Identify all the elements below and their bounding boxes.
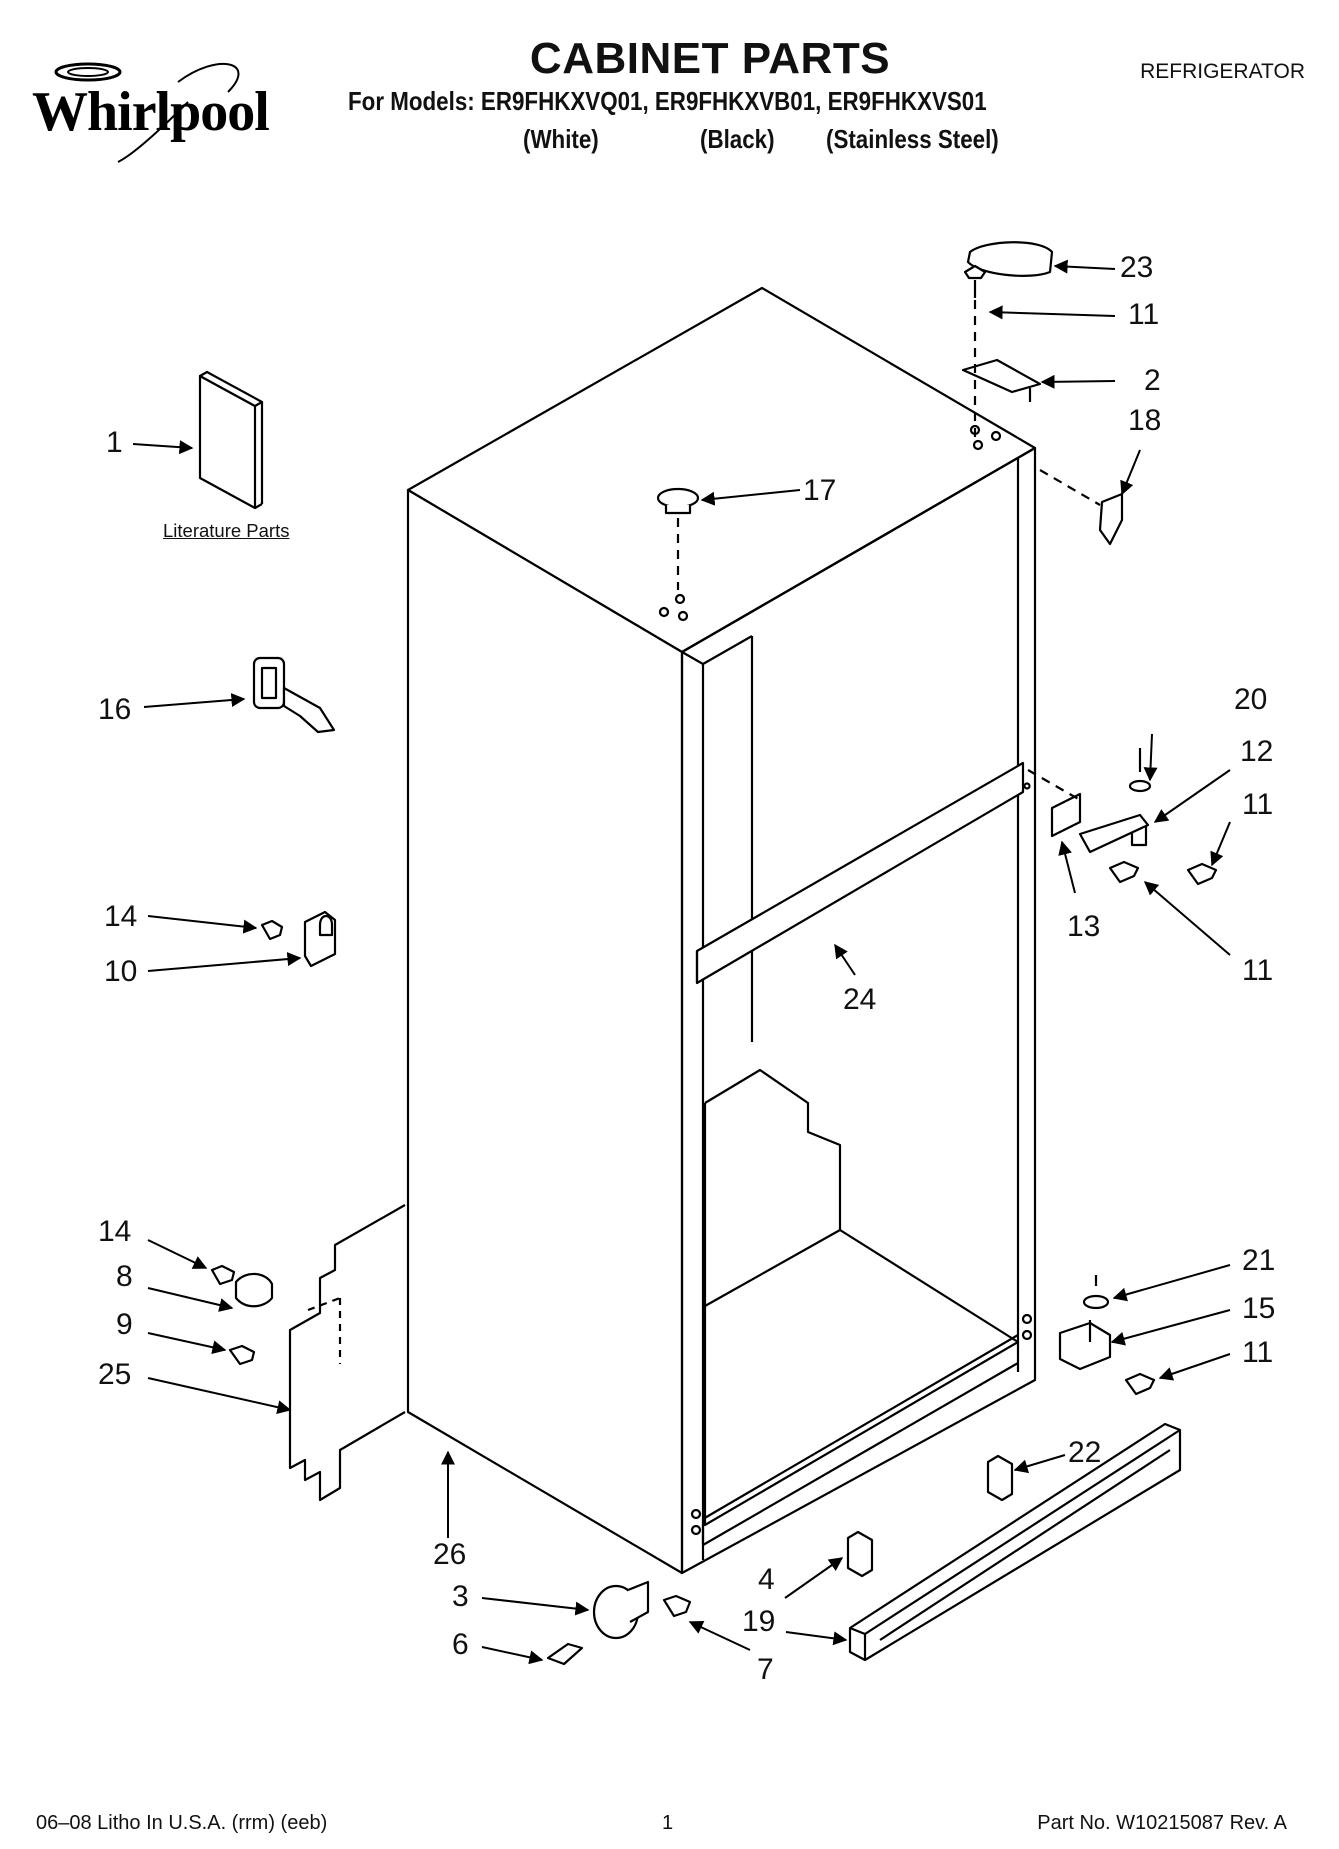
callout-leaders bbox=[132, 259, 1231, 1665]
callout-12: 12 bbox=[1240, 735, 1274, 768]
callout-14-lower: 14 bbox=[98, 1215, 132, 1248]
center-hinge bbox=[1050, 748, 1218, 886]
variant-black: (Black) bbox=[700, 124, 775, 154]
models-line: For Models: ER9FHKXVQ01, ER9FHKXVB01, ER… bbox=[348, 86, 987, 116]
front-roller bbox=[546, 1580, 692, 1666]
callout-1: 1 bbox=[106, 426, 123, 459]
callout-23: 23 bbox=[1120, 251, 1154, 284]
callout-16: 16 bbox=[98, 693, 132, 726]
callout-8: 8 bbox=[116, 1260, 133, 1293]
callout-3: 3 bbox=[452, 1580, 469, 1613]
part-number: Part No. W10215087 Rev. A bbox=[1037, 1812, 1287, 1834]
top-hinge bbox=[961, 358, 1042, 402]
callout-19: 19 bbox=[742, 1605, 776, 1638]
door-catch bbox=[260, 910, 337, 968]
callout-6: 6 bbox=[452, 1628, 469, 1661]
callout-2: 2 bbox=[1144, 364, 1161, 397]
cabinet-body bbox=[406, 286, 1037, 1575]
callout-4: 4 bbox=[758, 1563, 775, 1596]
callout-11-top: 11 bbox=[1128, 298, 1160, 331]
callout-11-bottom: 11 bbox=[1242, 1336, 1274, 1369]
callout-11-center-b: 11 bbox=[1242, 954, 1274, 987]
logo-swoosh-icon bbox=[54, 62, 240, 163]
brand-logo: Whirlpool bbox=[28, 62, 278, 167]
callout-25: 25 bbox=[98, 1358, 132, 1391]
print-info: 06–08 Litho In U.S.A. (rrm) (eeb) bbox=[36, 1812, 328, 1834]
top-plug bbox=[656, 487, 700, 515]
callout-14-upper: 14 bbox=[104, 900, 138, 933]
page-title: CABINET PARTS bbox=[529, 34, 891, 83]
callout-21: 21 bbox=[1242, 1244, 1276, 1277]
literature-parts-booklet bbox=[198, 370, 264, 510]
callout-20: 20 bbox=[1234, 683, 1268, 716]
callout-9: 9 bbox=[116, 1308, 133, 1341]
hinge-pin-cover bbox=[1098, 492, 1124, 546]
variant-white: (White) bbox=[523, 124, 599, 154]
page-number: 1 bbox=[662, 1812, 674, 1834]
callout-13: 13 bbox=[1067, 910, 1101, 943]
bottom-hinge bbox=[1058, 1275, 1156, 1396]
callout-7: 7 bbox=[757, 1653, 774, 1686]
literature-parts-label: Literature Parts bbox=[163, 520, 290, 541]
callout-22: 22 bbox=[1068, 1436, 1102, 1469]
screw-top bbox=[963, 264, 987, 298]
callout-24: 24 bbox=[843, 983, 877, 1016]
grille-clips bbox=[846, 1454, 1014, 1578]
toe-grille bbox=[848, 1422, 1182, 1662]
callout-26: 26 bbox=[433, 1538, 467, 1571]
callout-10: 10 bbox=[104, 955, 138, 988]
door-stop bbox=[252, 656, 336, 734]
callout-18: 18 bbox=[1128, 404, 1162, 437]
callout-15: 15 bbox=[1242, 1292, 1276, 1325]
bottom-left-bracket bbox=[210, 1264, 342, 1366]
callout-17: 17 bbox=[803, 474, 837, 507]
product-category: REFRIGERATOR bbox=[1140, 60, 1305, 83]
brand-name: Whirlpool bbox=[32, 81, 270, 143]
back-panel-edge bbox=[288, 1204, 406, 1502]
variant-stainless: (Stainless Steel) bbox=[826, 124, 999, 154]
callout-11-center-a: 11 bbox=[1242, 788, 1274, 821]
